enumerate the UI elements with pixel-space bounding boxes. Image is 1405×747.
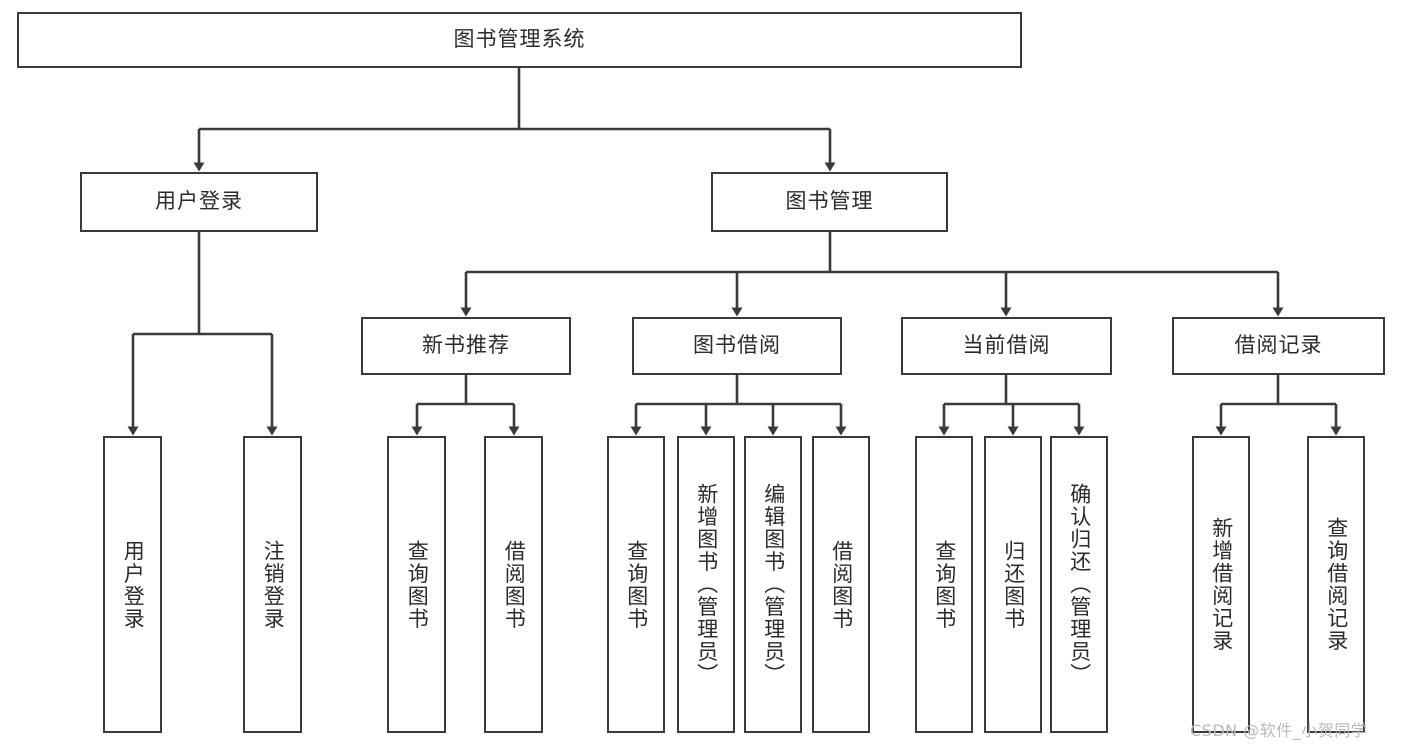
node-label: 新增图书（管理员） bbox=[694, 483, 719, 686]
node-label: 借阅记录 bbox=[1234, 333, 1323, 358]
node-label: 用户登录 bbox=[121, 539, 146, 630]
node-label: 新增借阅记录 bbox=[1209, 517, 1234, 652]
node-borrow-record[interactable]: 借阅记录 bbox=[1172, 317, 1385, 375]
node-label: 确认归还（管理员） bbox=[1067, 483, 1092, 686]
node-root-book-system[interactable]: 图书管理系统 bbox=[17, 12, 1022, 68]
node-label: 查询图书 bbox=[932, 539, 957, 630]
node-label: 查询借阅记录 bbox=[1324, 517, 1349, 652]
node-label: 用户登录 bbox=[155, 189, 243, 214]
leaf-currentborrow-query-book[interactable]: 查询图书 bbox=[915, 436, 973, 733]
leaf-newbook-borrow-book[interactable]: 借阅图书 bbox=[484, 436, 543, 733]
node-user-login[interactable]: 用户登录 bbox=[80, 172, 318, 232]
node-label: 借阅图书 bbox=[829, 539, 854, 630]
node-book-manage[interactable]: 图书管理 bbox=[711, 172, 948, 232]
node-label: 图书借阅 bbox=[693, 333, 781, 358]
leaf-currentborrow-confirm-return[interactable]: 确认归还（管理员） bbox=[1050, 436, 1108, 733]
leaf-bookborrow-query-book[interactable]: 查询图书 bbox=[607, 436, 665, 733]
leaf-newbook-query-book[interactable]: 查询图书 bbox=[387, 436, 446, 733]
node-label: 注销登录 bbox=[261, 539, 286, 630]
leaf-bookborrow-edit-book[interactable]: 编辑图书（管理员） bbox=[744, 436, 802, 733]
node-book-borrow[interactable]: 图书借阅 bbox=[632, 317, 842, 375]
node-label: 当前借阅 bbox=[962, 333, 1051, 358]
node-label: 查询图书 bbox=[405, 539, 430, 630]
node-current-borrow[interactable]: 当前借阅 bbox=[901, 317, 1112, 375]
leaf-user-login[interactable]: 用户登录 bbox=[103, 436, 162, 733]
node-label: 编辑图书（管理员） bbox=[761, 483, 786, 686]
leaf-borrowrecord-query-record[interactable]: 查询借阅记录 bbox=[1307, 436, 1365, 733]
leaf-borrowrecord-add-record[interactable]: 新增借阅记录 bbox=[1192, 436, 1250, 733]
node-label: 图书管理 bbox=[785, 189, 874, 214]
node-label: 图书管理系统 bbox=[453, 27, 586, 52]
node-new-book-recommend[interactable]: 新书推荐 bbox=[361, 317, 571, 375]
node-label: 借阅图书 bbox=[502, 539, 527, 630]
node-label: 新书推荐 bbox=[422, 333, 510, 358]
leaf-currentborrow-return-book[interactable]: 归还图书 bbox=[984, 436, 1042, 733]
leaf-bookborrow-borrow-book[interactable]: 借阅图书 bbox=[812, 436, 870, 733]
leaf-bookborrow-add-book[interactable]: 新增图书（管理员） bbox=[677, 436, 735, 733]
csdn-watermark: CSDN @软件_小贺同学 bbox=[1190, 721, 1368, 740]
node-label: 查询图书 bbox=[624, 539, 649, 630]
node-label: 归还图书 bbox=[1001, 539, 1026, 630]
leaf-logout[interactable]: 注销登录 bbox=[243, 436, 302, 733]
